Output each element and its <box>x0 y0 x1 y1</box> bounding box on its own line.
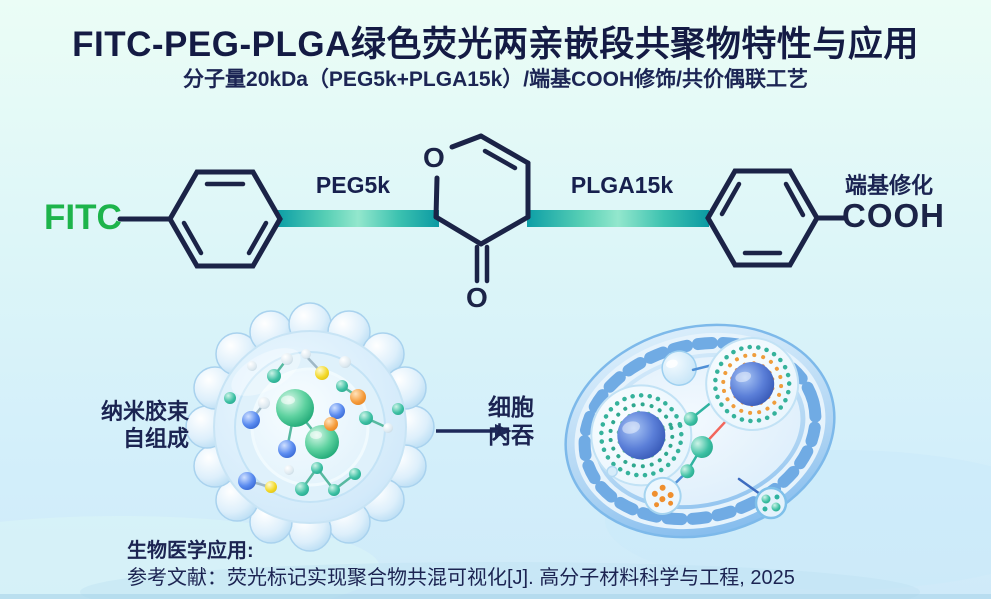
plga-label: PLGA15k <box>570 172 674 198</box>
plga-linker-bar <box>527 210 709 227</box>
page-title: FITC-PEG-PLGA绿色荧光两亲嵌段共聚物特性与应用 <box>72 25 919 64</box>
page-subtitle: 分子量20kDa（PEG5k+PLGA15k）/端基COOH修饰/共价偶联工艺 <box>183 68 808 91</box>
cell-caption-line1: 细胞 <box>488 394 534 420</box>
micelle-caption: 纳米胶束 自组成 <box>93 398 189 452</box>
vesicle-external <box>737 477 788 520</box>
pyranone-ring <box>433 133 531 284</box>
organelle-right <box>705 336 800 431</box>
green-sphere-large <box>276 389 314 427</box>
peg-label: PEG5k <box>315 172 391 198</box>
vesicle-orange-dots <box>643 476 682 515</box>
micelle-caption-line2: 自组成 <box>122 426 189 451</box>
micelle-illustration <box>185 302 435 552</box>
ketone-oxygen-label: O <box>466 282 488 313</box>
micelle-caption-line1: 纳米胶束 <box>100 399 189 424</box>
ketone-double-bond <box>474 244 490 284</box>
fitc-label: FITC <box>44 198 122 237</box>
reference-citation: 参考文献：荧光标记实现聚合物共混可视化[J]. 高分子材料科学与工程, 2025 <box>127 567 795 589</box>
application-heading: 生物医学应用: <box>127 540 254 562</box>
cell-illustration <box>564 323 836 539</box>
cooh-label: COOH <box>842 197 945 234</box>
ring-oxygen-label: O <box>423 142 445 173</box>
cell-caption: 细胞 内吞 <box>481 393 541 449</box>
end-group-label: 端基修化 <box>845 173 934 198</box>
vesicle-bubble <box>661 350 697 386</box>
peg-linker-bar <box>277 210 439 227</box>
chemical-structure <box>117 133 848 284</box>
benzene-ring-right <box>705 168 820 268</box>
cell-caption-line2: 内吞 <box>488 422 534 448</box>
arrow-right-icon <box>436 424 512 438</box>
benzene-ring-left <box>167 169 283 269</box>
